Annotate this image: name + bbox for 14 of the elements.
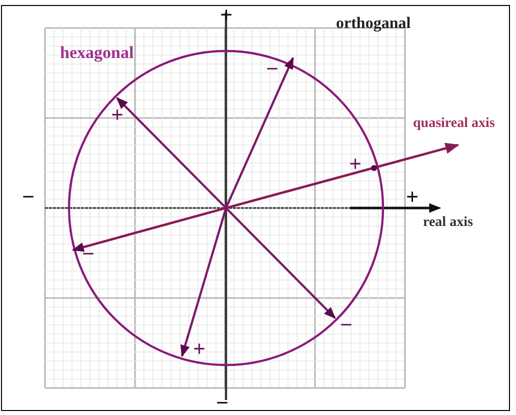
sign-label: −: [266, 58, 279, 80]
region-label: orthoganal: [336, 16, 411, 32]
sign-label: −: [22, 186, 35, 208]
sign-label: −: [340, 314, 353, 336]
sign-label: −: [82, 243, 95, 265]
sign-label: −: [216, 392, 229, 414]
region-label: hexagonal: [60, 44, 134, 61]
sign-label: +: [111, 104, 124, 126]
axis-label: quasireal axis: [413, 117, 495, 131]
sign-label: +: [406, 186, 419, 208]
axis-label: real axis: [423, 216, 473, 230]
sign-label: +: [220, 4, 233, 26]
sign-label: +: [193, 338, 206, 360]
sign-label: +: [349, 153, 362, 175]
